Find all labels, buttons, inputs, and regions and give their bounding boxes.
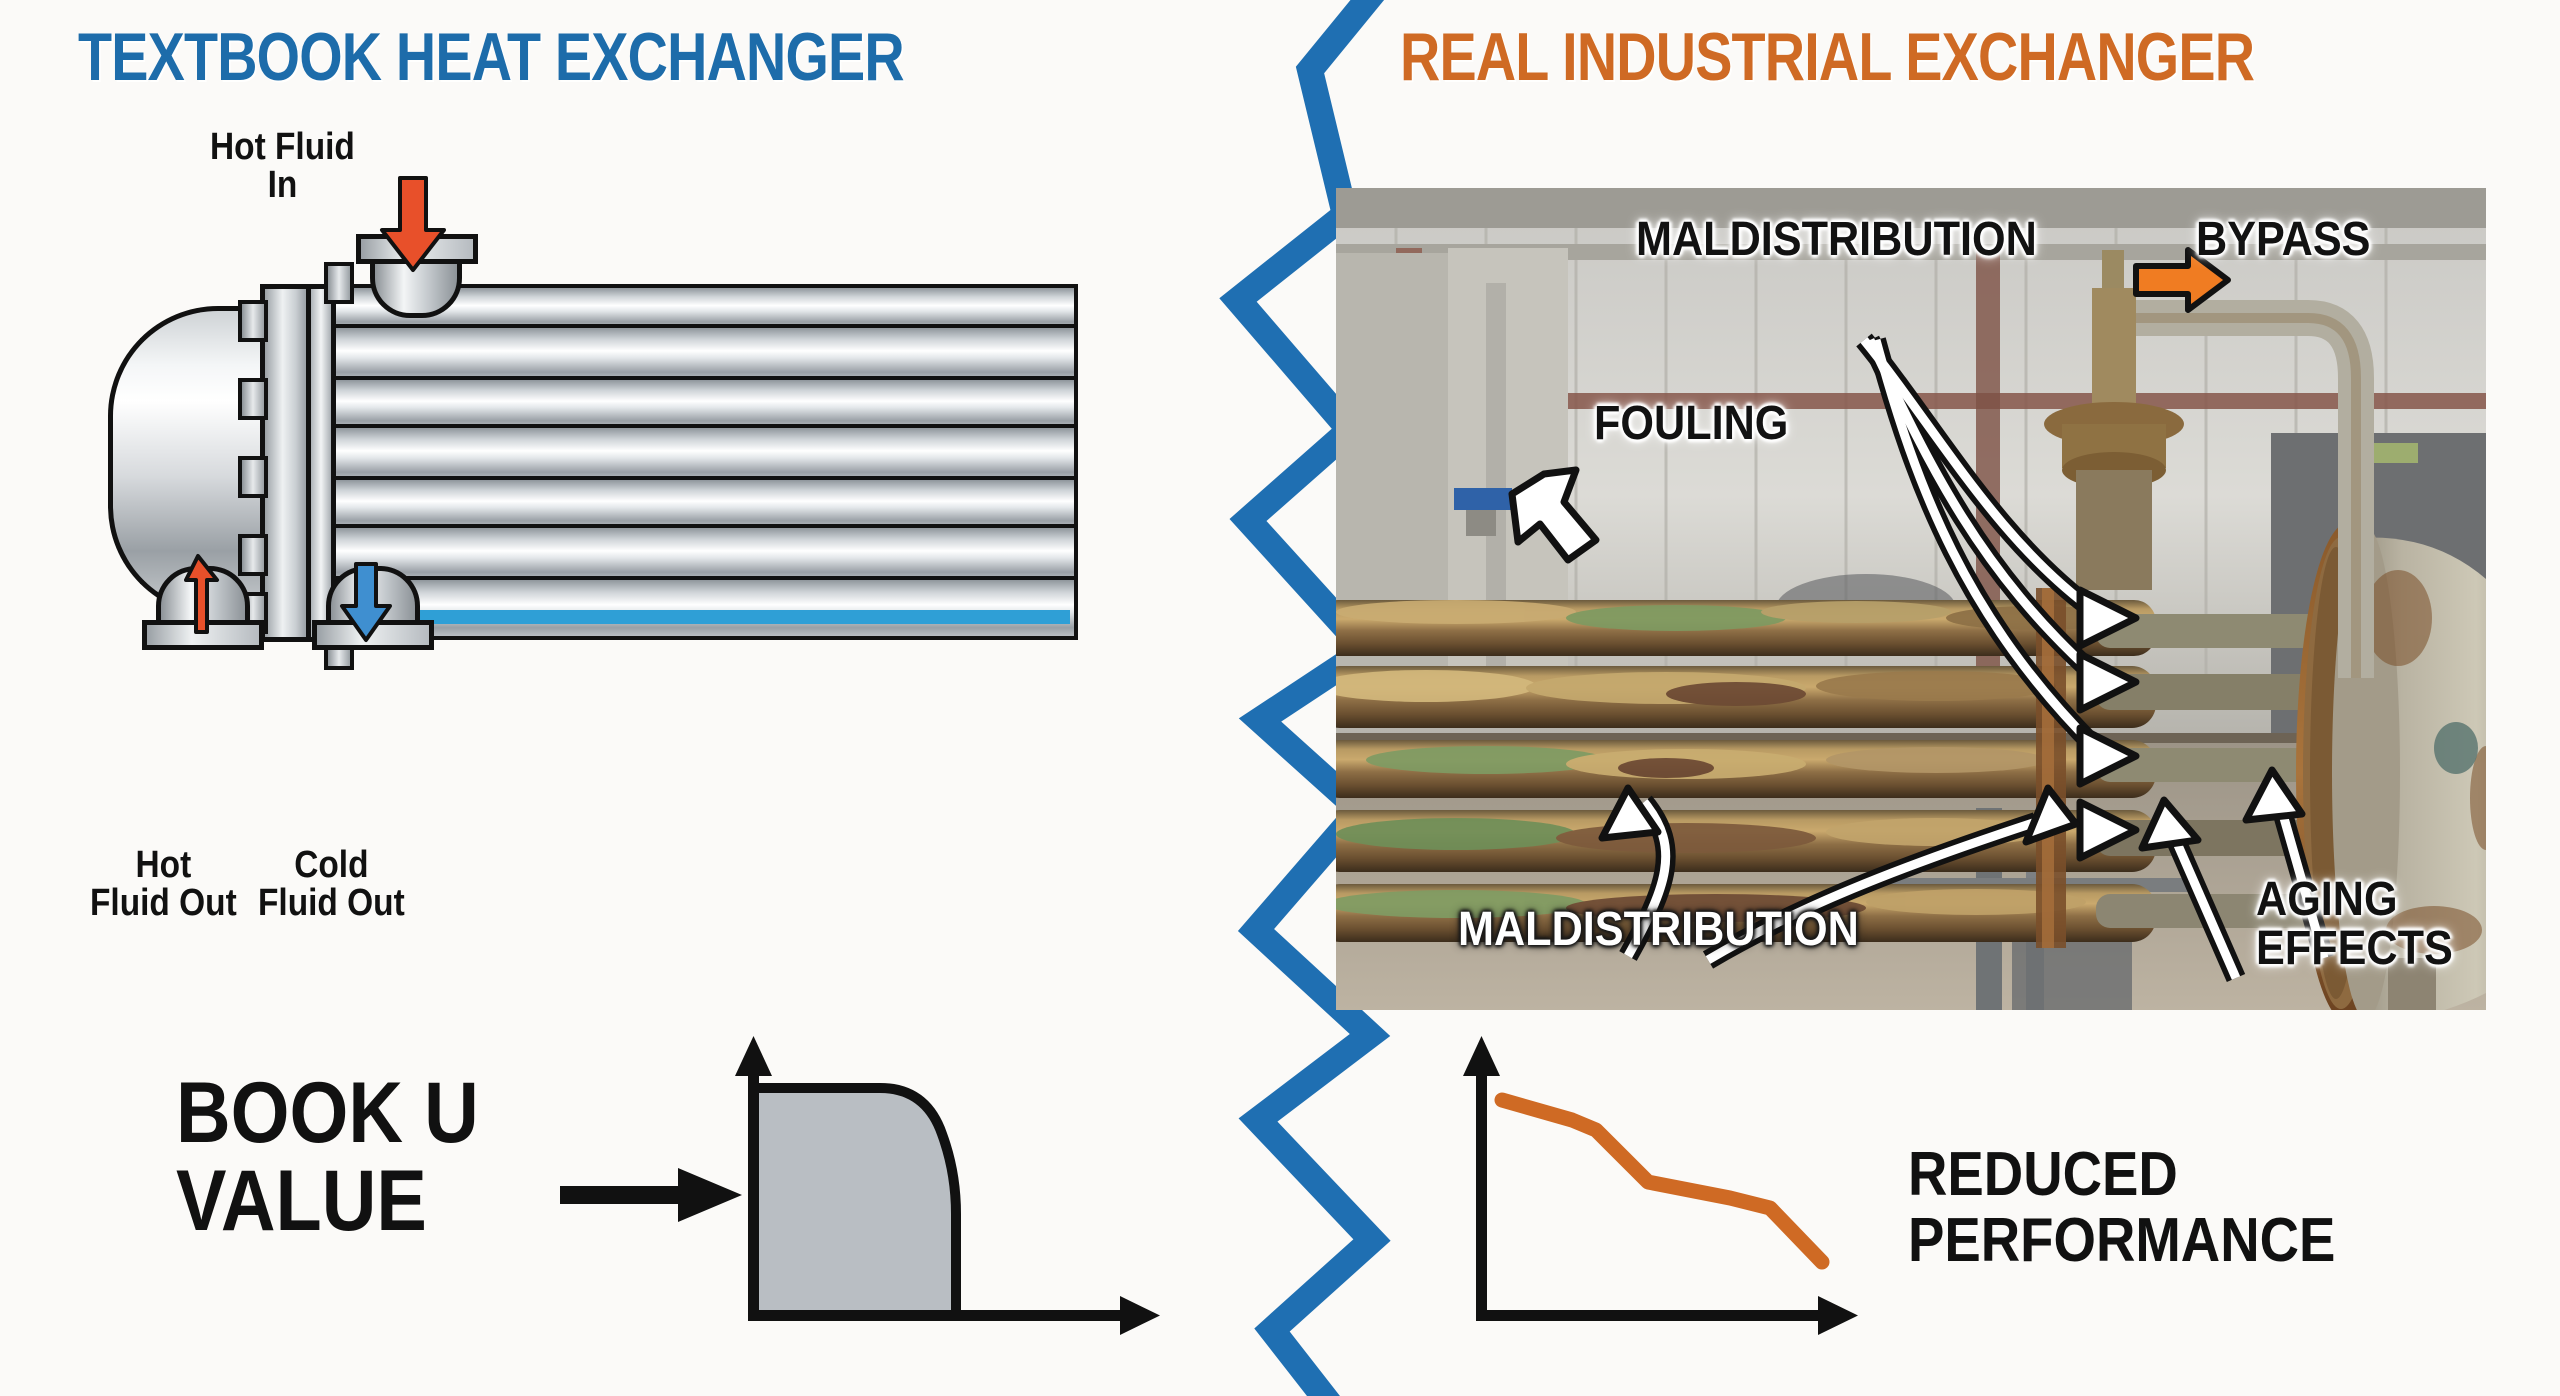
reduced-performance-chart — [1463, 1036, 1858, 1335]
arrow-right-black-icon — [560, 1168, 742, 1222]
chart-series-line — [1494, 1092, 1830, 1270]
hot-fluid-out-label: Hot Fluid Out — [90, 844, 237, 924]
flange-bolt — [238, 300, 268, 342]
flange-plate-secondary — [306, 284, 336, 642]
top-valve-assembly — [2044, 250, 2374, 678]
annotation-fouling: FOULING — [1594, 397, 1789, 450]
book-u-value-chart — [735, 1036, 1160, 1335]
arrow-right-white-icon — [1860, 337, 2100, 752]
annotation-bypass: BYPASS — [2196, 213, 2371, 266]
cold-fluid-strip — [326, 610, 1070, 624]
zigzag-divider — [1219, 0, 1391, 1396]
tube — [326, 376, 1078, 432]
arrow-white-icon — [1508, 466, 1600, 564]
flange-bolt — [324, 262, 354, 304]
real-exchanger-photo: MALDISTRIBUTION BYPASS FOULING MALDISTRI… — [1336, 188, 2486, 1010]
book-u-value-label: BOOK U VALUE — [176, 1065, 479, 1249]
chart-area-fill — [749, 1083, 961, 1321]
arrow-down-red-icon — [380, 176, 446, 272]
arrow-right-orange-icon — [2133, 247, 2231, 313]
chart-axes — [735, 1036, 1160, 1335]
arrow-down-blue-icon — [340, 562, 392, 642]
reduced-performance-label: REDUCED PERFORMANCE — [1908, 1140, 2336, 1275]
textbook-exchanger-diagram — [70, 176, 1350, 860]
annotation-maldistribution-top: MALDISTRIBUTION — [1636, 213, 2037, 266]
cold-fluid-out-label: Cold Fluid Out — [258, 844, 405, 924]
hot-fluid-in-label: Hot Fluid In — [210, 126, 355, 206]
annotation-aging-effects: AGING EFFECTS — [2256, 873, 2453, 975]
flange-bolt — [238, 534, 268, 576]
schematic-flow-arrows — [184, 176, 446, 642]
page-title-right: REAL INDUSTRIAL EXCHANGER — [1400, 19, 2255, 95]
flange-bolt — [238, 456, 268, 498]
page-title-left: TEXTBOOK HEAT EXCHANGER — [78, 19, 905, 95]
annotation-maldistribution-bottom: MALDISTRIBUTION — [1458, 903, 1859, 956]
photo-callout-arrows — [1508, 247, 2334, 983]
chart-axes — [1463, 1036, 1858, 1335]
arrow-up-red-icon — [184, 554, 219, 634]
flange-bolt — [238, 378, 268, 420]
tube — [326, 576, 1078, 640]
